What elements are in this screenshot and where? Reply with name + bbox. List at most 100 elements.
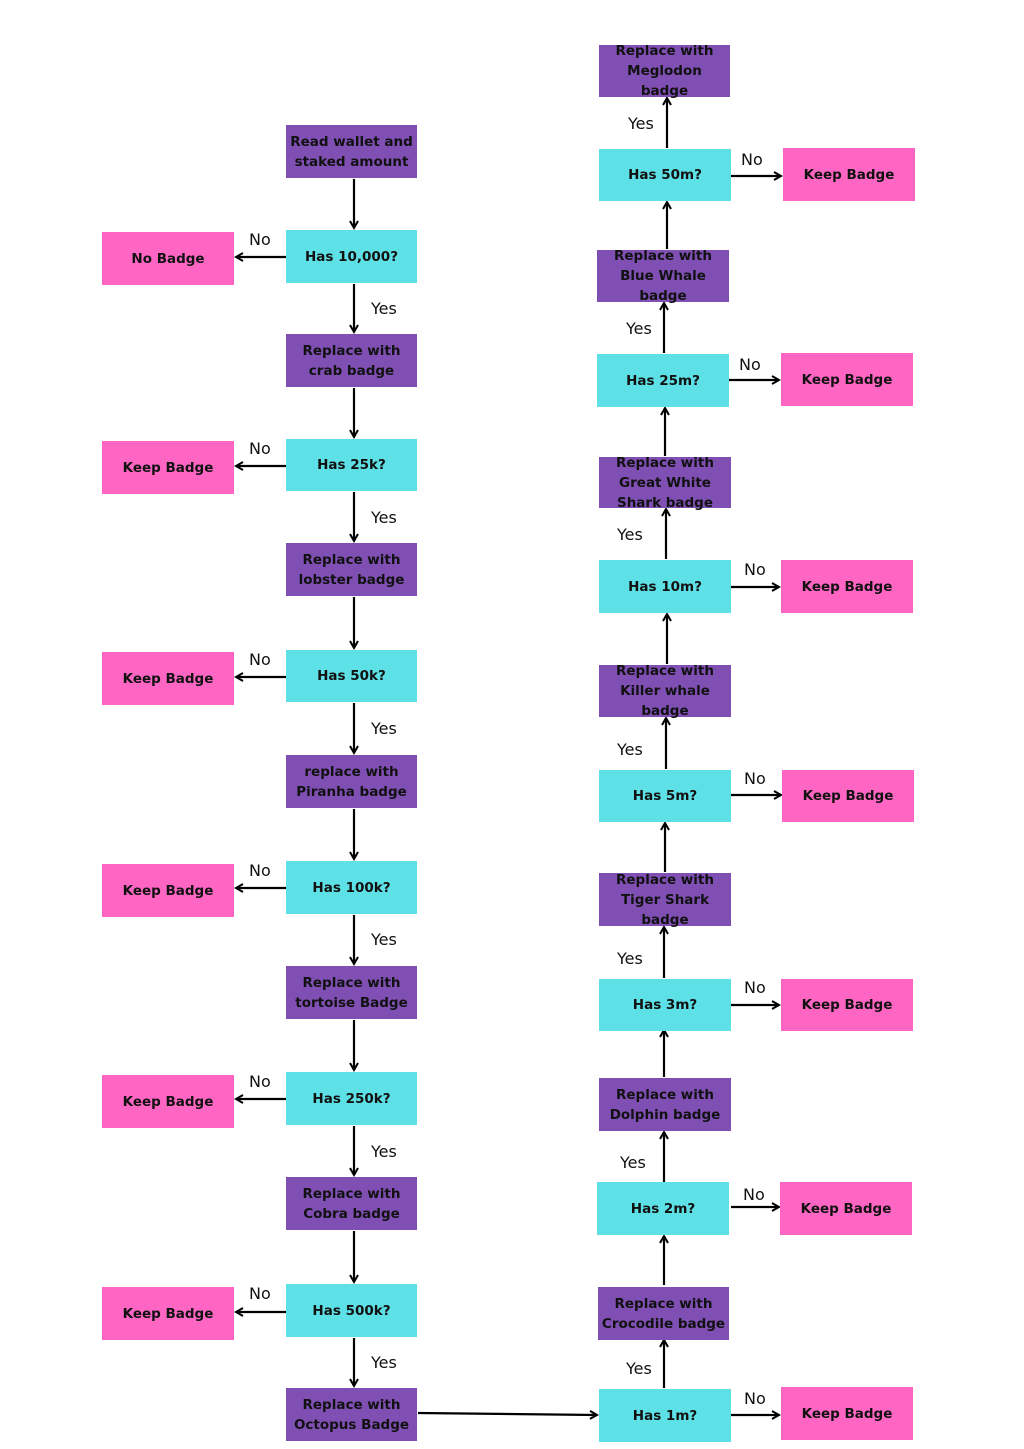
blue-whale-label: Replace with Blue Whale badge [614,248,712,304]
keep-250k-node: Keep Badge [102,1075,234,1128]
yes-label: Yes [628,114,654,133]
keep-10m-node: Keep Badge [781,560,913,613]
yes-label: Yes [371,719,397,738]
blue-whale-node: Replace with Blue Whale badge [597,248,729,304]
megalodon-label: Replace with Meglodon badge [615,43,714,99]
tiger-shark-node: Replace with Tiger Shark badge [599,872,731,928]
dolphin-label: Replace with Dolphin badge [609,1086,721,1123]
keep-3m-label: Keep Badge [801,997,893,1013]
has-5m-label: Has 5m? [632,788,698,804]
no-badge-node: No Badge [102,232,234,285]
has-250k-node: Has 250k? [286,1072,417,1125]
has-500k-node: Has 500k? [286,1284,417,1337]
keep-50k-label: Keep Badge [122,670,214,687]
yes-label: Yes [371,1142,397,1161]
keep-500k-label: Keep Badge [122,1305,214,1322]
has-1m-node: Has 1m? [599,1389,731,1442]
no-label: No [249,230,271,249]
no-label: No [249,439,271,458]
no-label: No [744,769,766,788]
piranha-label: replace with Piranha badge [296,763,407,800]
killer-whale-node: Replace with Killer whale badge [599,663,731,719]
yes-label: Yes [620,1153,646,1172]
has-5m-node: Has 5m? [599,770,731,822]
yes-label: Yes [626,1359,652,1378]
killer-whale-label: Replace with Killer whale badge [616,663,714,719]
has-3m-label: Has 3m? [632,997,698,1013]
has-2m-node: Has 2m? [597,1182,729,1235]
keep-50m-node: Keep Badge [783,148,915,201]
has-10m-node: Has 10m? [599,560,731,613]
has-2m-label: Has 2m? [630,1200,696,1217]
great-white-label: Replace with Great White Shark badge [616,454,714,511]
has-25m-label: Has 25m? [626,372,700,389]
has-3m-node: Has 3m? [599,979,731,1031]
has-10000-node: Has 10,000? [286,230,417,283]
arrow-octopus-to-has1m [417,1413,597,1415]
yes-label: Yes [371,508,397,527]
has-50k-node: Has 50k? [286,650,417,702]
yes-label: Yes [371,299,397,318]
cobra-node: Replace with Cobra badge [286,1177,417,1230]
no-badge-label: No Badge [131,250,205,267]
no-label: No [249,861,271,880]
yes-label: Yes [626,319,652,338]
tiger-shark-label: Replace with Tiger Shark badge [616,871,714,928]
keep-3m-node: Keep Badge [781,979,913,1031]
cobra-label: Replace with Cobra badge [302,1185,401,1222]
tortoise-label: Replace with tortoise Badge [295,974,408,1011]
keep-100k-node: Keep Badge [102,864,234,917]
yes-label: Yes [617,525,643,544]
yes-label: Yes [371,1353,397,1372]
keep-1m-node: Keep Badge [781,1387,913,1440]
crab-node: Replace with crab badge [286,334,417,387]
keep-500k-node: Keep Badge [102,1287,234,1340]
has-25m-node: Has 25m? [597,354,729,407]
lobster-node: Replace with lobster badge [286,543,417,596]
no-label: No [744,1389,766,1408]
no-label: No [741,150,763,169]
has-100k-node: Has 100k? [286,861,417,914]
crab-label: Replace with crab badge [302,342,401,379]
has-25k-node: Has 25k? [286,439,417,491]
keep-100k-label: Keep Badge [122,882,214,899]
keep-5m-node: Keep Badge [782,770,914,822]
has-25k-label: Has 25k? [317,457,386,473]
keep-50k-node: Keep Badge [102,652,234,705]
has-50k-label: Has 50k? [317,668,386,684]
no-label: No [743,1185,765,1204]
keep-50m-label: Keep Badge [803,166,895,183]
crocodile-node: Replace with Crocodile badge [598,1287,729,1340]
has-50m-node: Has 50m? [599,149,731,201]
keep-25k-node: Keep Badge [102,441,234,494]
yes-label: Yes [617,740,643,759]
has-50m-label: Has 50m? [628,167,702,183]
tortoise-node: Replace with tortoise Badge [286,966,417,1019]
keep-25m-label: Keep Badge [801,371,893,388]
keep-5m-label: Keep Badge [802,788,894,804]
has-1m-label: Has 1m? [632,1407,698,1424]
has-500k-label: Has 500k? [312,1302,391,1319]
keep-1m-label: Keep Badge [801,1405,893,1422]
keep-2m-node: Keep Badge [780,1182,912,1235]
read-wallet-label: Read wallet and staked amount [290,133,413,170]
keep-10m-label: Keep Badge [801,578,893,595]
piranha-node: replace with Piranha badge [286,755,417,808]
no-label: No [249,1072,271,1091]
keep-25k-label: Keep Badge [122,459,214,476]
has-250k-label: Has 250k? [312,1090,391,1107]
keep-25m-node: Keep Badge [781,353,913,406]
has-10000-label: Has 10,000? [304,248,399,265]
octopus-node: Replace with Octopus Badge [286,1388,417,1441]
crocodile-label: Replace with Crocodile badge [601,1295,726,1332]
no-label: No [744,560,766,579]
has-10m-label: Has 10m? [628,578,702,595]
dolphin-node: Replace with Dolphin badge [599,1078,731,1131]
no-label: No [249,650,271,669]
keep-250k-label: Keep Badge [122,1093,214,1110]
has-100k-label: Has 100k? [312,879,391,896]
read-wallet-node: Read wallet and staked amount [286,125,417,178]
yes-label: Yes [371,930,397,949]
no-label: No [744,978,766,997]
